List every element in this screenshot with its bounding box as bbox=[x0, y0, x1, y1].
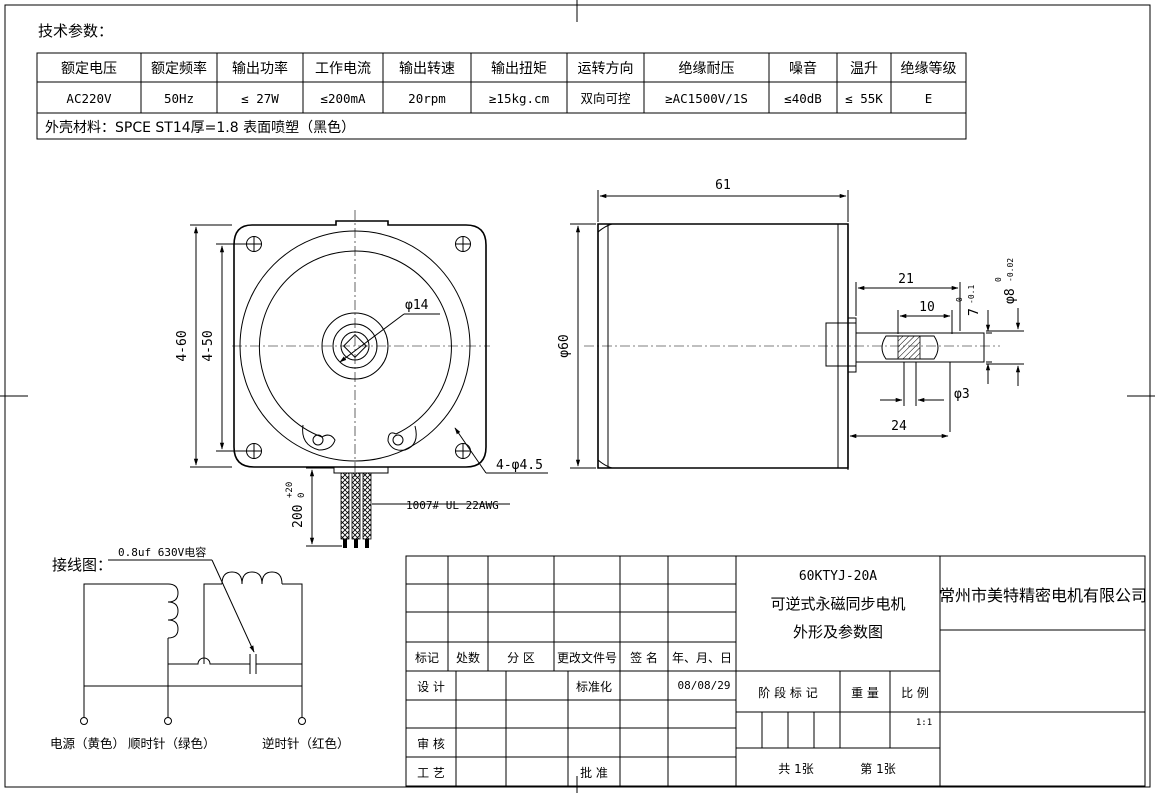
tb-model: 60KTYJ-20A bbox=[799, 569, 877, 584]
terminal-ccw bbox=[298, 717, 306, 725]
spec-header-row: 额定电压 额定频率 输出功率 工作电流 输出转速 输出扭矩 运转方向 绝缘耐压 噪音 温升 绝缘等级 bbox=[61, 60, 957, 77]
tb-company: 常州市美特精密电机有限公司 bbox=[939, 586, 1147, 605]
tb-design: 设 计 bbox=[417, 680, 445, 694]
spec-value-cell: ≥AC1500V/1S bbox=[665, 91, 748, 106]
spec-header-cell: 输出功率 bbox=[232, 60, 288, 77]
revision-header-cell: 年、月、日 bbox=[672, 651, 732, 665]
revision-header-cell: 签 名 bbox=[630, 650, 658, 665]
tb-stage-label: 阶 段 标 记 bbox=[758, 685, 817, 700]
dim-lead-tol-upper: +20 bbox=[285, 482, 295, 498]
dim-shaft-diameter-8: φ8 bbox=[1003, 288, 1018, 304]
spec-value-cell: ≤200mA bbox=[320, 91, 366, 106]
spec-value-cell: ≤40dB bbox=[784, 91, 822, 106]
tb-sheets-total: 共 1张 bbox=[778, 762, 813, 776]
tb-review: 审 核 bbox=[417, 736, 445, 751]
tb-date: 08/08/29 bbox=[678, 679, 731, 692]
dim-body-diameter: φ60 bbox=[557, 334, 572, 357]
tb-name-line2: 外形及参数图 bbox=[793, 623, 883, 641]
dim-hole-offset-10: 10 bbox=[919, 300, 935, 315]
dim-hole-spacing: 4-50 bbox=[201, 330, 216, 361]
spec-material: 外壳材料：SPCE ST14厚=1.8 表面喷塑（黑色） bbox=[45, 119, 355, 136]
winding-coil-left bbox=[167, 583, 179, 639]
wiring-title: 接线图： bbox=[52, 556, 112, 574]
revision-header-row: 标记 处数 分 区 更改文件号签 名年、月、日 bbox=[415, 650, 732, 665]
dim-lead-length: 200 bbox=[291, 505, 306, 528]
spec-header-cell: 绝缘耐压 bbox=[679, 61, 735, 77]
spec-value-cell: 双向可控 bbox=[580, 91, 631, 106]
tb-scale: 1:1 bbox=[916, 718, 932, 728]
front-view: φ14 4-60 4-50 4-φ4.5 200 +20 0 bbox=[175, 210, 548, 548]
dim-flat-7: 7 bbox=[967, 308, 982, 316]
terminal-label-power: 电源（黄色） bbox=[50, 736, 125, 751]
revision-header-cell: 处数 bbox=[456, 650, 480, 665]
spec-value-cell: 20rpm bbox=[408, 91, 446, 106]
spec-value-cell: ≤ 27W bbox=[241, 91, 279, 106]
dim-lead-tol-lower: 0 bbox=[297, 493, 307, 498]
tb-scale-label: 比 例 bbox=[901, 686, 929, 700]
spec-table: 技术参数： 额定电压 额定频率 输出功率 工作电流 输出转速 输出扭矩 运转方向 绝缘耐压 噪音… bbox=[36, 22, 967, 140]
dim-cross-hole-3: φ3 bbox=[954, 387, 970, 402]
front-inner-ring bbox=[258, 250, 452, 438]
spec-header-cell: 输出转速 bbox=[399, 61, 455, 77]
wiring-diagram: 接线图： 0.8uf 630V电容 电源（黄色） 顺时针（绿色） 逆时针（红色） bbox=[50, 545, 350, 751]
spec-title: 技术参数： bbox=[38, 22, 113, 40]
spec-header-cell: 绝缘等级 bbox=[901, 60, 957, 77]
spec-header-cell: 运转方向 bbox=[578, 61, 634, 77]
tb-process: 工 艺 bbox=[417, 766, 445, 780]
spec-header-cell: 噪音 bbox=[789, 60, 817, 77]
terminal-label-ccw: 逆时针（红色） bbox=[262, 736, 350, 751]
tb-sheet-no: 第 1张 bbox=[860, 762, 895, 776]
tb-weight-label: 重 量 bbox=[851, 686, 879, 700]
spec-value-cell: 50Hz bbox=[164, 91, 194, 106]
revision-header-cell: 标记 bbox=[415, 651, 439, 665]
tb-approve: 批 准 bbox=[580, 765, 608, 780]
dim-phi8-tol-upper: 0 bbox=[994, 277, 1003, 282]
spec-header-cell: 额定频率 bbox=[151, 60, 207, 77]
spec-value-row: AC220V 50Hz ≤ 27W ≤200mA 20rpm ≥15kg.cm 双向可控 ≥A… bbox=[66, 91, 932, 106]
spec-header-cell: 输出扭矩 bbox=[491, 61, 547, 77]
terminal-label-cw: 顺时针（绿色） bbox=[128, 736, 216, 751]
spec-value-cell: AC220V bbox=[66, 91, 112, 106]
title-block: 标记 处数 分 区 更改文件号签 名年、月、日 设 计 标准化 08/08/29 审 … bbox=[405, 555, 1147, 787]
lead-wires bbox=[340, 472, 372, 548]
revision-header-cell: 更改文件号 bbox=[557, 650, 617, 665]
side-shaft bbox=[856, 332, 985, 363]
dim-flat-7-tol-lower: -0.1 bbox=[967, 285, 976, 304]
dim-shaft-diameter: φ14 bbox=[405, 298, 429, 313]
capacitor-symbol bbox=[249, 654, 257, 674]
spec-value-cell: ≥15kg.cm bbox=[489, 91, 549, 106]
dim-phi8-tol-lower: -0.02 bbox=[1006, 258, 1015, 282]
tb-standard: 标准化 bbox=[576, 680, 612, 694]
dim-hole-diameter: 4-φ4.5 bbox=[496, 458, 543, 473]
dim-hole-position-24: 24 bbox=[891, 419, 907, 434]
terminal-power bbox=[80, 717, 88, 725]
winding-coil-right bbox=[221, 571, 283, 585]
dim-body-length: 61 bbox=[715, 178, 731, 193]
tb-name-line1: 可逆式永磁同步电机 bbox=[770, 595, 905, 613]
revision-header-cell: 分 区 bbox=[507, 651, 535, 665]
spec-header-cell: 温升 bbox=[850, 61, 878, 77]
terminal-cw bbox=[164, 717, 172, 725]
spec-header-cell: 工作电流 bbox=[315, 61, 371, 77]
dim-flat-7-tol-upper: 0 bbox=[955, 297, 964, 302]
spec-header-cell: 额定电压 bbox=[61, 61, 117, 77]
spec-value-cell: ≤ 55K bbox=[845, 91, 883, 106]
front-flange-outline bbox=[233, 220, 487, 468]
side-view: 61 φ60 21 10 7 0 -0.1 φ8 0 -0.02 bbox=[557, 178, 1024, 470]
wire-spec-label: 1007# UL 22AWG bbox=[406, 499, 499, 512]
dim-shaft-length-21: 21 bbox=[898, 272, 914, 287]
mounting-holes bbox=[246, 236, 471, 459]
capacitor-label: 0.8uf 630V电容 bbox=[118, 545, 206, 559]
dim-outer-size: 4-60 bbox=[175, 330, 190, 361]
spec-value-cell: E bbox=[925, 91, 933, 106]
